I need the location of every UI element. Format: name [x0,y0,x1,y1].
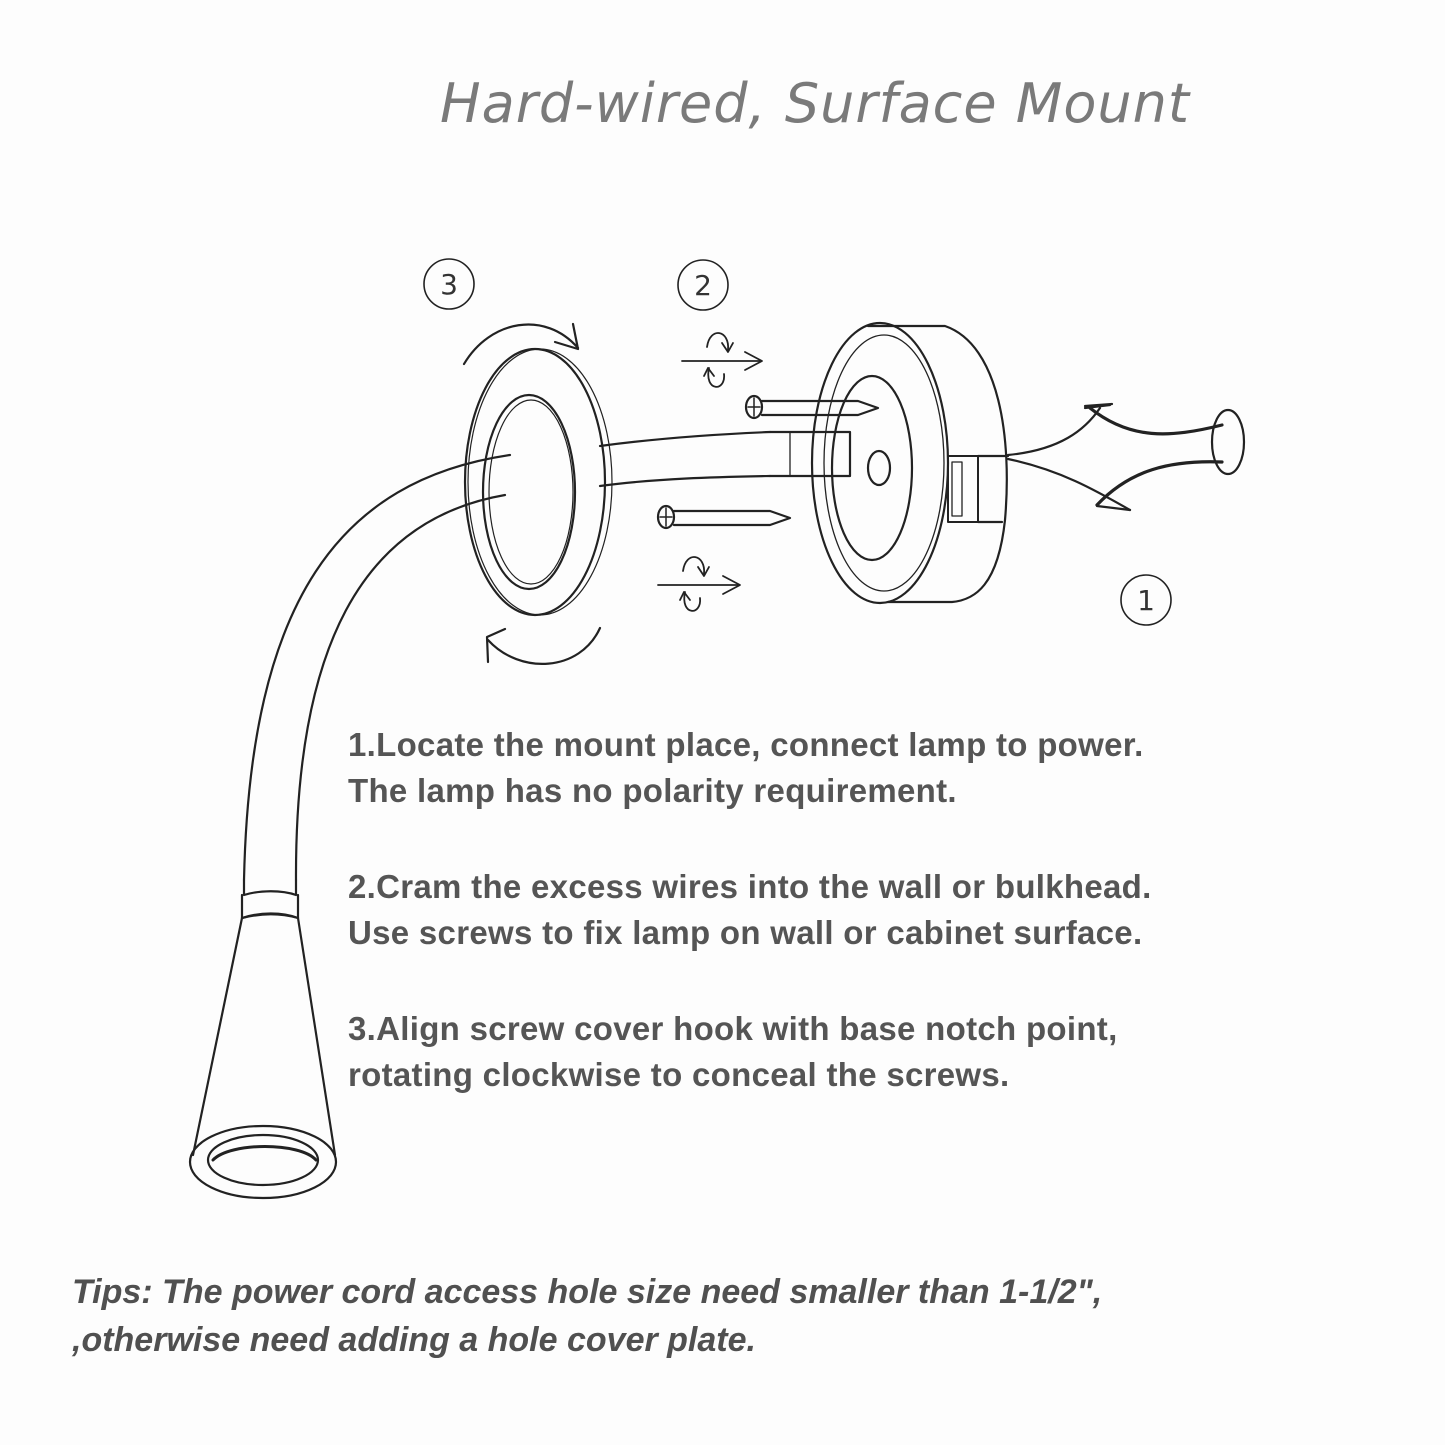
page-title: Hard-wired, Surface Mount [440,72,1190,135]
screw-icon [656,504,792,530]
power-wires [1006,402,1246,512]
screw-cover-ring [463,347,613,617]
step-3-line-2: rotating clockwise to conceal the screws… [348,1056,1010,1093]
tips-note: Tips: The power cord access hole size ne… [72,1268,1102,1364]
step-1-line-1: 1.Locate the mount place, connect lamp t… [348,726,1144,763]
step-1-line-2: The lamp has no polarity requirement. [348,772,957,809]
svg-text:3: 3 [440,268,458,301]
instruction-steps: 1.Locate the mount place, connect lamp t… [348,722,1428,1148]
step-1: 1.Locate the mount place, connect lamp t… [348,722,1428,814]
step-3: 3.Align screw cover hook with base notch… [348,1006,1428,1098]
mounting-base [768,321,1010,605]
gooseneck-arm [242,430,772,882]
callout-3-icon: 3 [423,258,475,310]
step-2-line-2: Use screws to fix lamp on wall or cabine… [348,914,1143,951]
rotate-clockwise-arrow-icon [462,322,602,665]
screw-icon [744,394,880,420]
callout-2-icon: 2 [677,259,729,311]
lamp-head [188,878,338,1200]
tips-line-2: ,otherwise need adding a hole cover plat… [72,1321,756,1359]
callout-1-icon: 1 [1120,574,1172,626]
step-2: 2.Cram the excess wires into the wall or… [348,864,1428,956]
screw-insert-arrow-icon [657,332,763,612]
svg-text:2: 2 [694,269,712,302]
tips-line-1: Tips: The power cord access hole size ne… [72,1273,1103,1311]
step-3-line-1: 3.Align screw cover hook with base notch… [348,1010,1118,1047]
svg-text:1: 1 [1137,584,1155,617]
step-2-line-1: 2.Cram the excess wires into the wall or… [348,868,1152,905]
